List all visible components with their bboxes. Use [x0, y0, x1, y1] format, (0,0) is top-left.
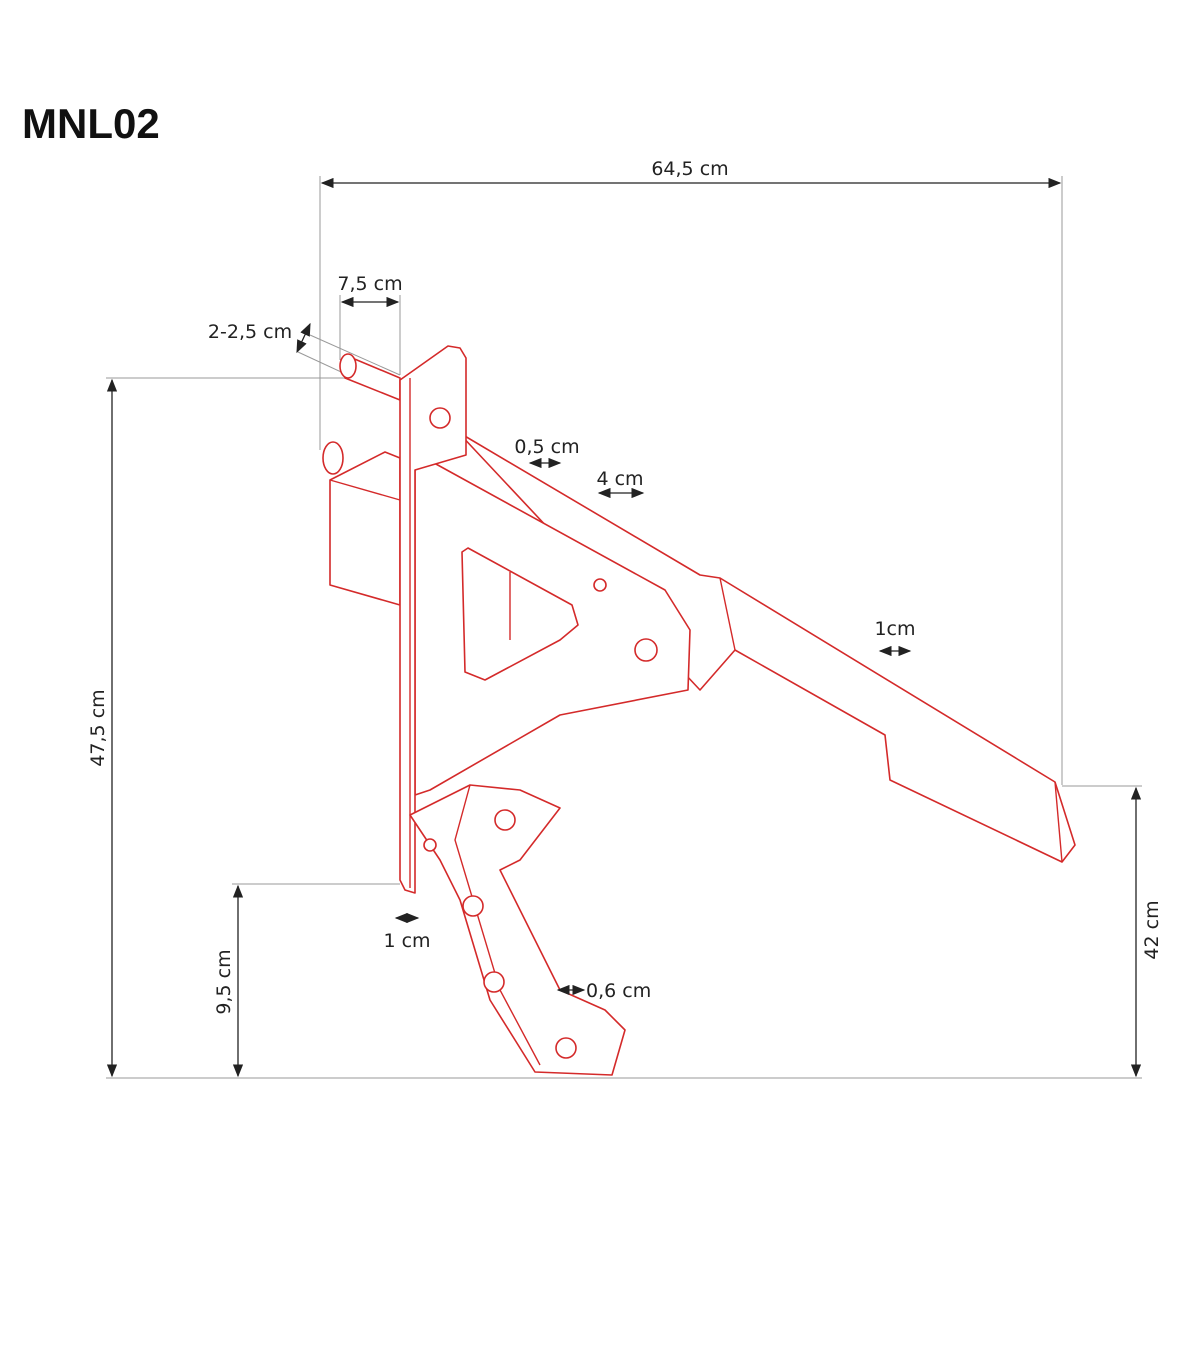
triangle-cutout	[461, 547, 579, 681]
dim-arm-spacing: 4 cm	[596, 468, 643, 490]
vertical-plate	[399, 345, 467, 894]
dimension-lines	[106, 177, 1142, 1078]
mount-block	[329, 451, 401, 606]
dim-pin-length: 7,5 cm	[337, 273, 402, 295]
dim-arm-height: 42 cm	[1141, 900, 1163, 959]
dim-pin-diameter: 2-2,5 cm	[208, 321, 292, 343]
dim-foot-thickness: 0,6 cm	[586, 980, 651, 1002]
dim-foot-height: 9,5 cm	[213, 949, 235, 1014]
dim-total-width: 64,5 cm	[651, 158, 728, 180]
dim-plate-thickness: 1 cm	[383, 930, 430, 952]
dim-arm-thickness: 1cm	[874, 618, 915, 640]
dim-total-height: 47,5 cm	[87, 689, 109, 766]
bracket-drawing	[322, 345, 1076, 1076]
foot-hook	[409, 784, 626, 1076]
dim-arm-slot: 0,5 cm	[514, 436, 579, 458]
product-title: MNL02	[22, 100, 160, 147]
